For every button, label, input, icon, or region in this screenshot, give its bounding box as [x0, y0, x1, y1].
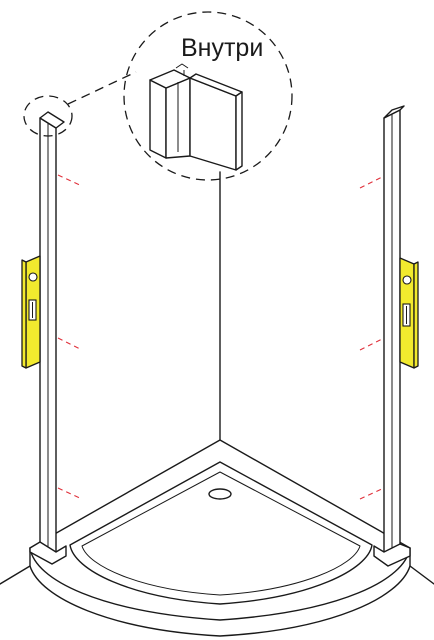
shower-tray — [0, 439, 434, 637]
detail-source-circle — [23, 95, 73, 137]
mark-right-bottom-2 — [359, 487, 385, 500]
callout-label: Внутри — [181, 34, 263, 62]
spirit-level-icon — [399, 257, 419, 369]
profile-detail-icon — [149, 63, 243, 171]
mark-right-top — [359, 175, 385, 189]
mark-right-middle — [359, 337, 385, 351]
mark-right-bottom — [57, 487, 83, 500]
detail-callout — [23, 11, 293, 181]
mark-left-top — [57, 174, 83, 187]
spirit-level-icon — [21, 255, 41, 369]
mark-left-middle — [57, 337, 83, 351]
right-wall-profile — [373, 105, 411, 567]
detail-zoom-circle — [123, 11, 293, 181]
drain — [208, 488, 232, 500]
reference-marks — [57, 174, 385, 500]
callout-leader — [67, 71, 137, 105]
left-wall-profile — [29, 111, 67, 565]
